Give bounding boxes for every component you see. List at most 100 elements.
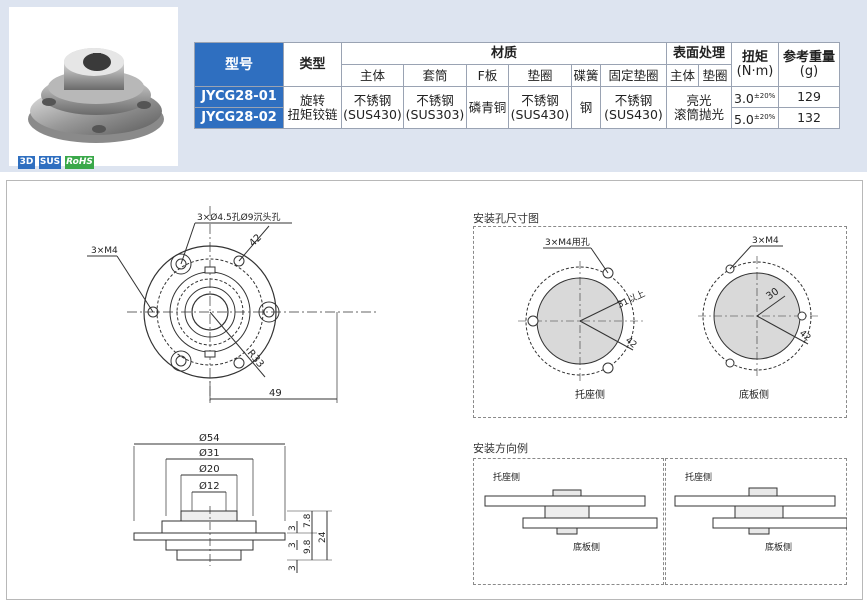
mount-diagram: 3×M4用孔 31以上 42 托座侧 3×M4 30 42 底板侧 [518, 236, 818, 401]
header-model: 型号 [194, 42, 284, 87]
header-fplate: F板 [466, 64, 509, 87]
slot-bottom [204, 350, 216, 358]
product-photo: 3D SUS RoHS [9, 7, 178, 169]
mount-title: 安装孔尺寸图 [473, 212, 539, 225]
left-top-label: 托座侧 [493, 471, 520, 483]
left-dim42-text: 42 [623, 336, 638, 351]
model-cell-01: JYCG28-01 [194, 86, 284, 108]
direction-diagram: 托座侧 底板侧 托座侧 底板侧 [484, 471, 847, 553]
left-dim42-line [579, 320, 634, 351]
hinge-photo-image [28, 48, 164, 143]
side-bottom-plate [176, 549, 242, 561]
product-header: 3D SUS RoHS 型号 类型 材质 表面处理 扭矩(N·m) 参考重量(g… [0, 0, 867, 172]
torque-cell-02: 5.0±20% [731, 107, 779, 129]
side-flange [133, 532, 286, 541]
bore-circle [191, 293, 229, 331]
header-surface-washer: 垫圈 [698, 64, 732, 87]
header-material: 材质 [341, 42, 667, 65]
mount-box [473, 226, 847, 418]
m4-leader [116, 255, 154, 313]
spring-material-cell: 钢 [571, 86, 601, 129]
side-lower-body [165, 539, 254, 551]
right-hinge-bottom [748, 527, 770, 535]
left-hinge-top [552, 489, 582, 497]
badge-sus: SUS [39, 156, 61, 169]
right-bottom-plate [712, 517, 847, 529]
right-hinge-body [734, 505, 784, 519]
sleeve-material-cell: 不锈钢(SUS303) [403, 86, 467, 129]
direction-title: 安装方向例 [473, 442, 528, 455]
right-hole-3 [797, 311, 807, 321]
d31-text: Ø31 [199, 447, 220, 459]
header-type: 类型 [283, 42, 342, 87]
fixwasher-material-cell: 不锈钢(SUS430) [600, 86, 667, 129]
left-dim31-text: 31以上 [616, 288, 647, 310]
right-dim42-line [756, 315, 809, 345]
slot-top [204, 266, 216, 274]
left-hinge-bottom [556, 527, 578, 535]
m4-tap-3 [233, 357, 245, 369]
dim3c-text: 3 [288, 565, 298, 571]
header-fixwasher: 固定垫圈 [600, 64, 667, 87]
counterbore-hole-1 [170, 253, 192, 275]
technical-drawing: 3×Ø4.5孔Ø9沉头孔 3×M4 42 R33 49 [87, 206, 377, 573]
right-top-bracket [674, 495, 836, 507]
outer-flange-circle [143, 245, 277, 379]
right-top-label: 托座侧 [685, 471, 712, 483]
left-hole-2 [602, 362, 614, 374]
dim49-text: 49 [269, 388, 282, 399]
left-hinge-body [544, 505, 590, 519]
sleeve-circle [184, 286, 236, 338]
counterbore-hole-3 [170, 350, 192, 372]
left-leader [590, 247, 609, 274]
side-upper-plate [161, 520, 257, 534]
side-view [133, 443, 332, 573]
right-dim42-text: 42 [797, 329, 812, 344]
right-leader [729, 245, 752, 270]
body-material-cell: 不锈钢(SUS430) [341, 86, 404, 129]
dim3b-text: 3 [288, 542, 298, 548]
torque-cell-01: 3.0±20% [731, 86, 779, 108]
right-callout-text: 3×M4 [752, 236, 779, 246]
direction-box-left [473, 458, 664, 585]
spec-table: 型号 类型 材质 表面处理 扭矩(N·m) 参考重量(g) 主体 套筒 F板 垫… [194, 42, 840, 129]
header-washer: 垫圈 [508, 64, 572, 87]
counterbore-hole-2 [258, 301, 280, 323]
left-bottom-plate [522, 517, 658, 529]
badge-rohs: RoHS [65, 156, 94, 169]
d12-text: Ø12 [199, 480, 220, 492]
hole-3 [175, 355, 187, 367]
left-bottom-label: 底板侧 [573, 541, 600, 553]
hole-2 [263, 306, 275, 318]
dim98-text: 9.8 [303, 539, 313, 554]
d54-text: Ø54 [199, 432, 220, 444]
left-dim31-line [579, 299, 624, 322]
left-caption: 托座侧 [575, 388, 605, 401]
m4-tap-2 [233, 255, 245, 267]
washer-material-cell: 不锈钢(SUS430) [508, 86, 572, 129]
left-top-bracket [484, 495, 646, 507]
header-spring: 碟簧 [571, 64, 601, 87]
callout-leader [180, 222, 196, 265]
inner-dashed-circle [176, 278, 244, 346]
right-caption: 底板侧 [739, 388, 769, 401]
header-sleeve: 套筒 [403, 64, 467, 87]
dim78-text: 7.8 [303, 513, 313, 528]
drawing-panel: 3×Ø4.5孔Ø9沉头孔 3×M4 42 R33 49 [6, 180, 863, 600]
right-bottom-label: 底板侧 [765, 541, 792, 553]
dim42-line [238, 225, 270, 262]
r33-line [209, 311, 266, 378]
badge-3d: 3D [18, 156, 35, 169]
header-body: 主体 [341, 64, 404, 87]
weight-cell-01: 129 [778, 86, 840, 108]
surface-cell: 亮光滚筒抛光 [666, 86, 732, 129]
d20-text: Ø20 [199, 463, 220, 475]
header-weight: 参考重量(g) [778, 42, 840, 87]
fplate-material-cell: 磷青铜 [466, 86, 509, 129]
right-dim30-line [756, 295, 786, 317]
header-torque: 扭矩(N·m) [731, 42, 779, 87]
side-top-hub [180, 510, 238, 522]
right-hole-2 [725, 358, 735, 368]
m4-left-text: 3×M4 [91, 246, 118, 256]
dim3a-text: 3 [288, 525, 298, 531]
